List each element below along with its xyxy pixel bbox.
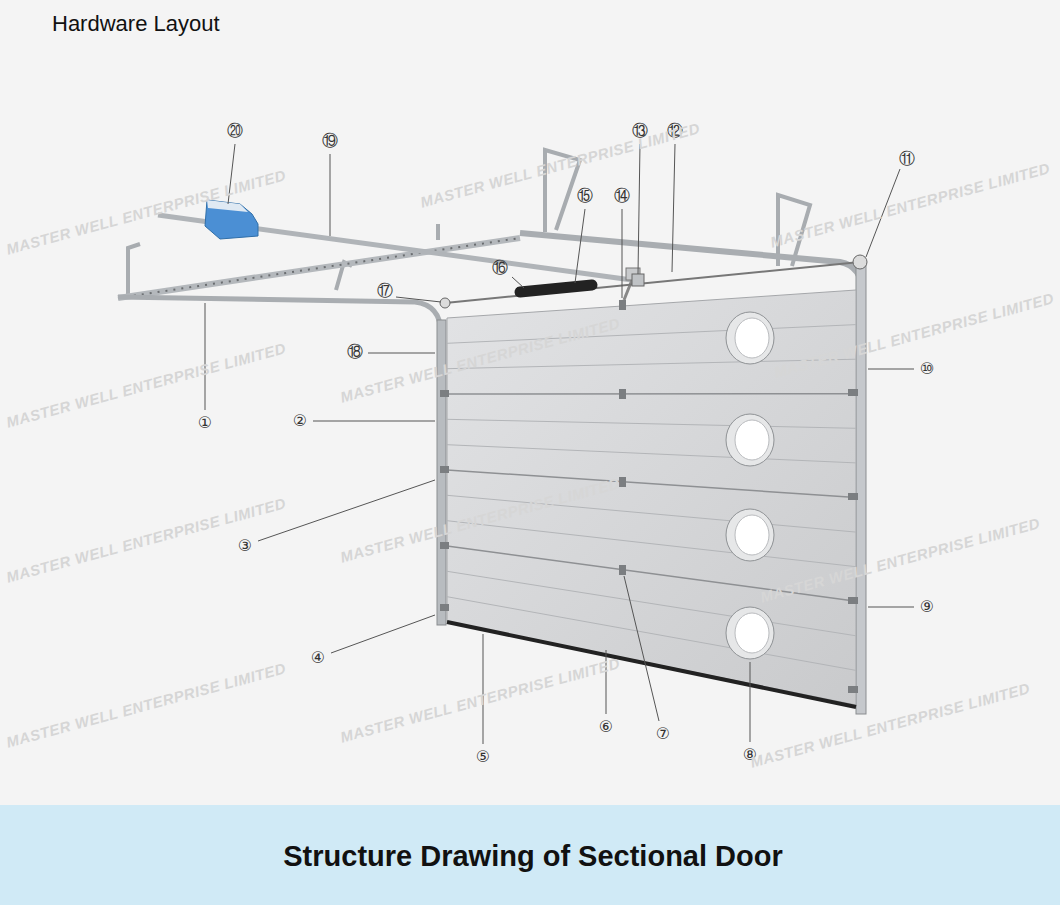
callout-number: ⑳ xyxy=(226,122,244,140)
section-joints xyxy=(447,394,856,602)
left-track xyxy=(118,297,441,332)
callout-number: ① xyxy=(197,414,213,432)
callout-number: ⑤ xyxy=(475,748,491,766)
callout-number: ⑥ xyxy=(598,718,614,736)
right-vertical-track xyxy=(856,262,866,714)
cable-drum xyxy=(853,255,867,269)
callout-number: ⑯ xyxy=(491,259,509,277)
callout-number: ② xyxy=(292,412,308,430)
callout-number: ⑭ xyxy=(613,187,631,205)
hanger-brackets xyxy=(128,150,810,298)
right-track xyxy=(520,233,862,292)
callout-number: ⑩ xyxy=(919,360,935,378)
callout-number: ④ xyxy=(310,649,326,667)
opener-motor xyxy=(205,200,258,239)
opener-arm xyxy=(624,280,632,300)
center-bracket xyxy=(632,274,644,286)
title: Hardware Layout xyxy=(52,11,220,37)
caption: Structure Drawing of Sectional Door xyxy=(283,840,783,873)
callout-number: ⑨ xyxy=(919,598,935,616)
callout-number: ⑪ xyxy=(898,150,916,168)
callout-number: ⑰ xyxy=(376,282,394,300)
round-windows xyxy=(726,312,774,659)
caption-band xyxy=(0,805,1060,905)
callout-number: ⑦ xyxy=(655,725,671,743)
callout-number: ⑮ xyxy=(576,187,594,205)
panel-grooves xyxy=(447,325,856,671)
callout-number: ⑱ xyxy=(346,343,364,361)
cable-drum xyxy=(440,298,450,308)
torsion-spring xyxy=(520,285,592,292)
callout-number: ③ xyxy=(237,537,253,555)
background xyxy=(0,0,1060,805)
angle-bar xyxy=(118,238,520,298)
angle-bar-holes xyxy=(118,238,520,298)
callout-number: ⑲ xyxy=(321,132,339,150)
